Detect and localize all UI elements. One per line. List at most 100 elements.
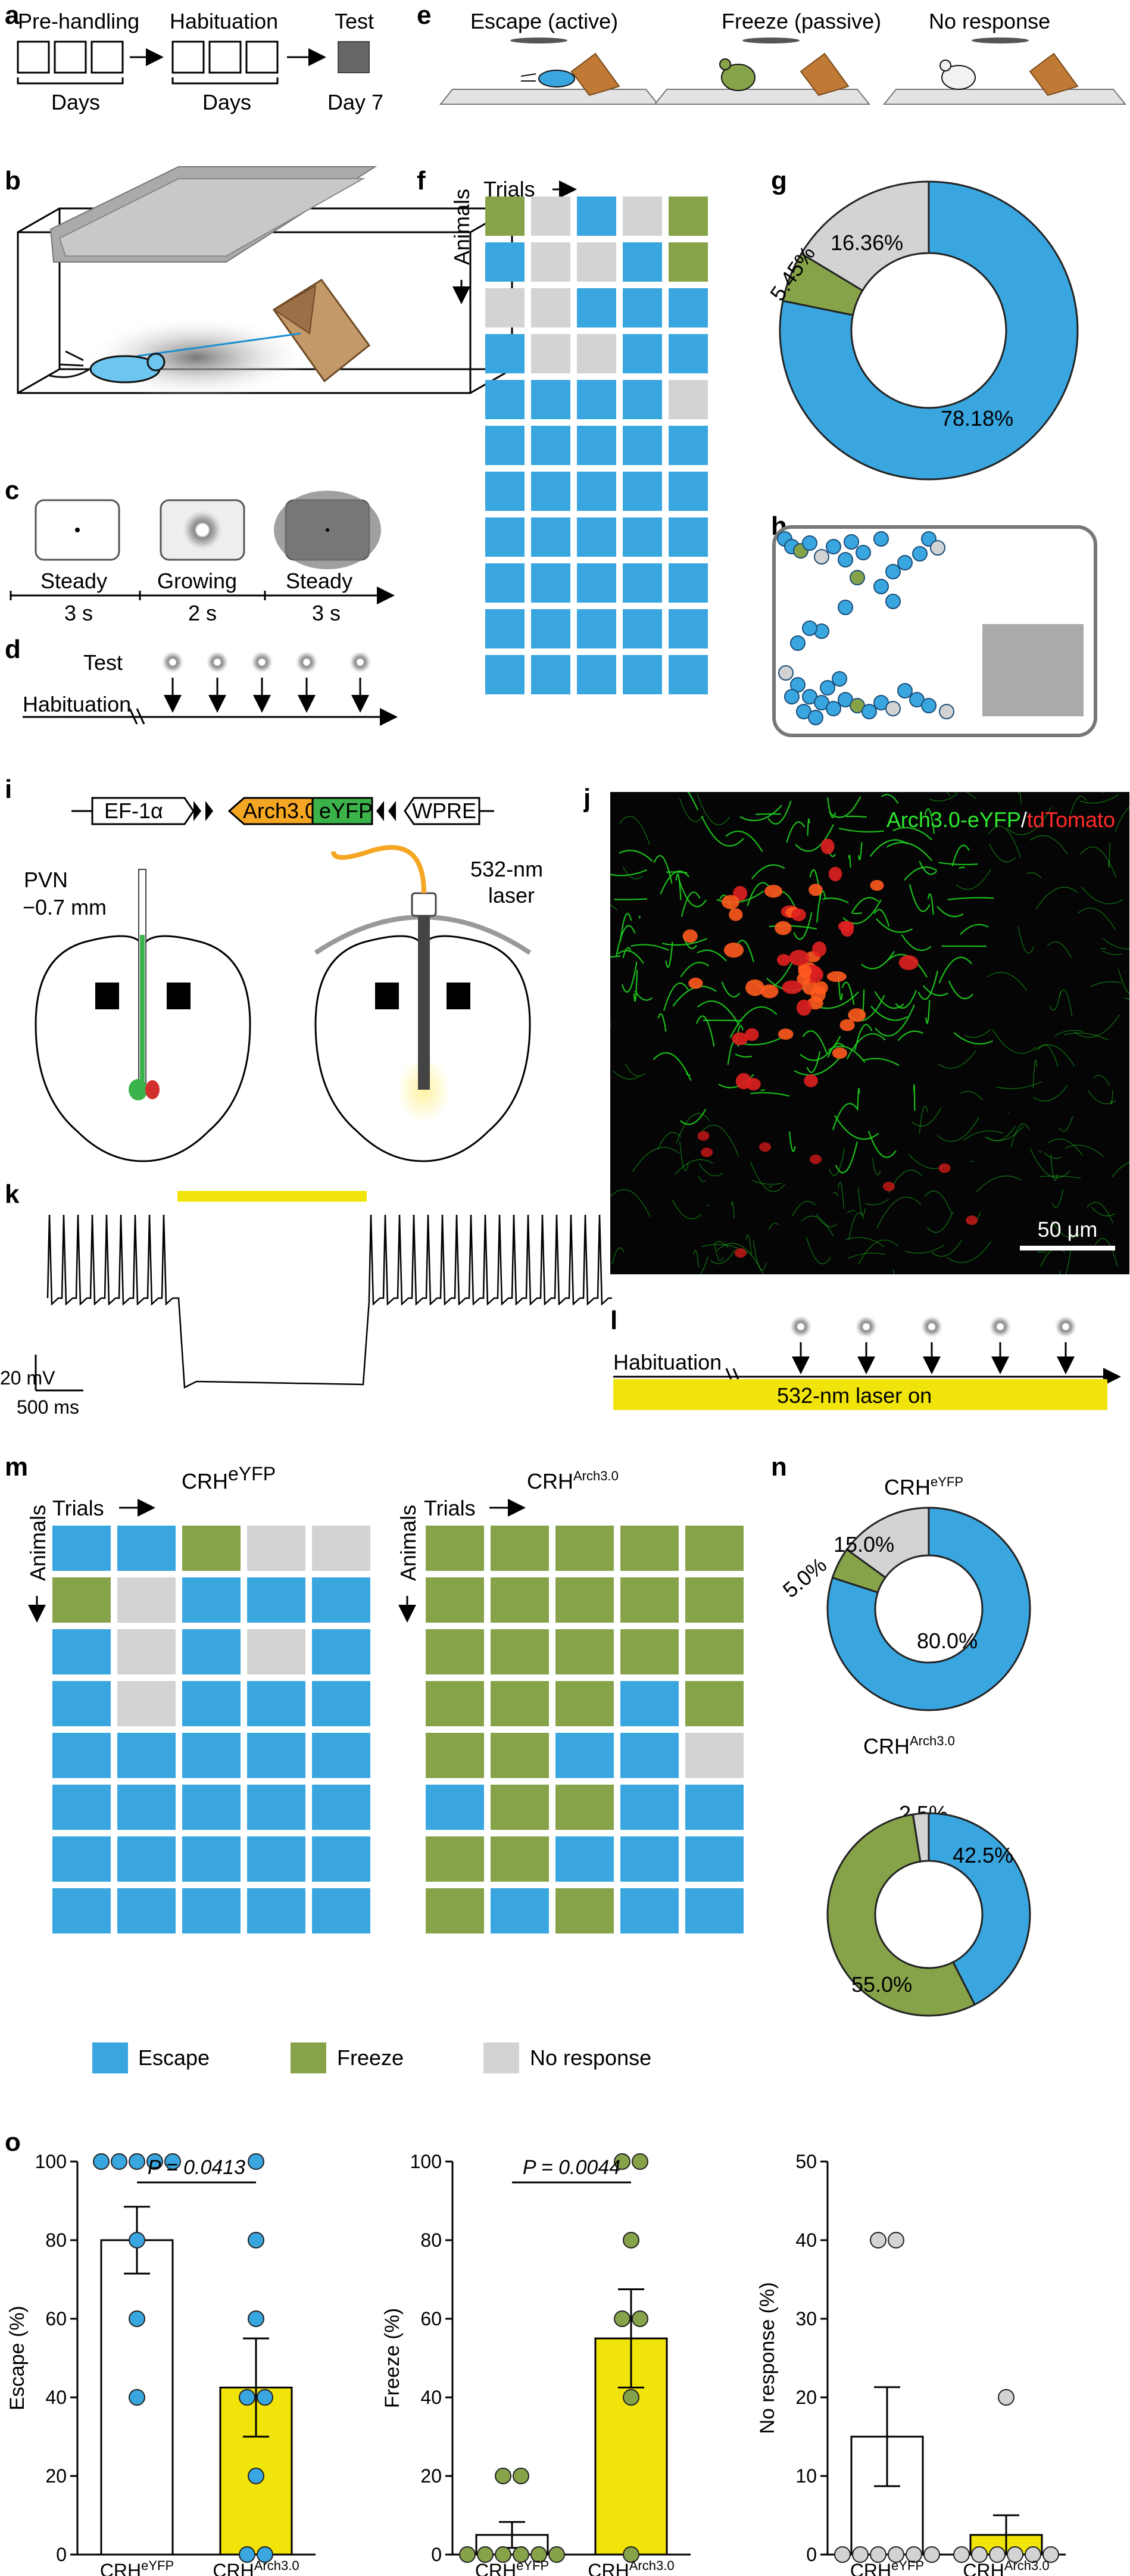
scale-mv-label: 20 mV — [0, 1367, 55, 1389]
outcome-cell — [669, 242, 708, 282]
outcome-cell — [491, 1785, 549, 1830]
outcome-cell — [247, 1681, 305, 1726]
position-dot — [912, 546, 928, 562]
outcome-cell — [685, 1785, 744, 1830]
outcome-cell — [247, 1785, 305, 1830]
position-dot — [826, 701, 841, 716]
outcome-cell — [669, 197, 708, 236]
outcome-cell — [52, 1888, 111, 1933]
position-dot — [820, 680, 835, 696]
looming-stimulus-icon — [988, 1315, 1012, 1339]
data-point — [614, 2153, 630, 2170]
outcome-cell — [426, 1785, 484, 1830]
pre-handling-label: Pre-handling — [18, 9, 139, 33]
outcome-cell — [247, 1629, 305, 1674]
outcome-cell — [555, 1629, 614, 1674]
data-point — [623, 2389, 639, 2406]
outcome-cell — [669, 472, 708, 511]
y-tick-label: 30 — [795, 2308, 817, 2329]
data-point — [146, 2153, 163, 2170]
legend-escape-label: Escape — [138, 2045, 210, 2070]
outcome-cell — [117, 1577, 176, 1623]
panel-label-j: j — [583, 784, 591, 813]
position-dot — [802, 620, 817, 636]
outcome-cell — [52, 1733, 111, 1778]
outcome-cell — [685, 1577, 744, 1623]
duration-2: 2 s — [188, 601, 217, 625]
outcome-cell — [182, 1888, 241, 1933]
outcome-cell — [555, 1785, 614, 1830]
outcome-cell — [685, 1836, 744, 1882]
n2-escape-label: 42.5% — [953, 1843, 1013, 1867]
data-point — [834, 2546, 851, 2563]
test-label: Test — [335, 9, 374, 33]
data-point — [971, 2546, 988, 2563]
n1-escape-label: 80.0% — [917, 1629, 978, 1653]
outcome-cell — [182, 1526, 241, 1571]
escape-active-label: Escape (active) — [470, 9, 618, 33]
outcome-cell — [247, 1577, 305, 1623]
panel-label-n: n — [771, 1452, 787, 1482]
n1-freeze-label: 5.0% — [778, 1552, 831, 1602]
outcome-cell — [491, 1577, 549, 1623]
outcome-cell — [485, 380, 525, 419]
y-tick-label: 20 — [45, 2465, 67, 2487]
x-tick-label: CRHeYFP — [475, 2558, 549, 2576]
outcome-cell — [685, 1681, 744, 1726]
outcome-cell — [555, 1733, 614, 1778]
growing-label: Growing — [157, 569, 237, 593]
data-point — [239, 2546, 255, 2563]
habituation-label: Habituation — [23, 692, 131, 716]
slice-escape — [928, 1812, 1031, 2006]
panel-label-b: b — [5, 166, 21, 195]
outcome-cell — [312, 1526, 370, 1571]
looming-stimulus-icon — [854, 1315, 878, 1339]
outcome-cell — [669, 517, 708, 557]
position-dot — [808, 710, 823, 725]
outcome-cell — [555, 1888, 614, 1933]
legend-freeze-swatch — [291, 2042, 326, 2073]
looming-stimulus-icon — [789, 1315, 813, 1339]
trials-label-2: Trials — [424, 1496, 476, 1520]
data-point — [623, 2546, 639, 2563]
outcome-cell — [577, 380, 616, 419]
outcome-cell — [531, 242, 570, 282]
outcome-cell — [531, 472, 570, 511]
crh-eyfp-title: CRHeYFP — [182, 1463, 276, 1493]
outcome-cell — [426, 1733, 484, 1778]
panel-label-e: e — [417, 1, 431, 30]
outcome-cell — [491, 1836, 549, 1882]
y-tick-label: 20 — [420, 2465, 442, 2487]
outcome-cell — [623, 334, 662, 373]
outcome-cell — [52, 1681, 111, 1726]
outcome-cell — [485, 242, 525, 282]
panel-label-f: f — [417, 166, 426, 195]
outcome-cell — [247, 1836, 305, 1882]
position-dot — [790, 635, 806, 651]
outcome-cell — [623, 517, 662, 557]
outcome-cell — [426, 1888, 484, 1933]
looming-stimulus-icon — [1054, 1315, 1078, 1339]
outcome-cell — [485, 288, 525, 328]
panel-label-c: c — [5, 476, 19, 505]
p-value-label: P = 0.0044 — [523, 2156, 620, 2179]
laser-bar — [177, 1191, 367, 1202]
outcome-cell — [685, 1526, 744, 1571]
outcome-cell — [669, 380, 708, 419]
test-label: Test — [83, 650, 123, 675]
panel-m-grid-eyfp — [52, 1526, 370, 1933]
outcome-cell — [182, 1629, 241, 1674]
x-tick-label: CRHArch3.0 — [588, 2558, 674, 2576]
data-point — [129, 2310, 145, 2327]
outcome-cell — [491, 1888, 549, 1933]
outcome-cell — [623, 655, 662, 694]
data-point — [257, 2546, 273, 2563]
outcome-cell — [669, 655, 708, 694]
outcome-cell — [531, 334, 570, 373]
outcome-cell — [531, 563, 570, 603]
duration-1: 3 s — [64, 601, 93, 625]
outcome-cell — [669, 426, 708, 465]
panel-label-a: a — [5, 1, 20, 30]
outcome-cell — [669, 563, 708, 603]
